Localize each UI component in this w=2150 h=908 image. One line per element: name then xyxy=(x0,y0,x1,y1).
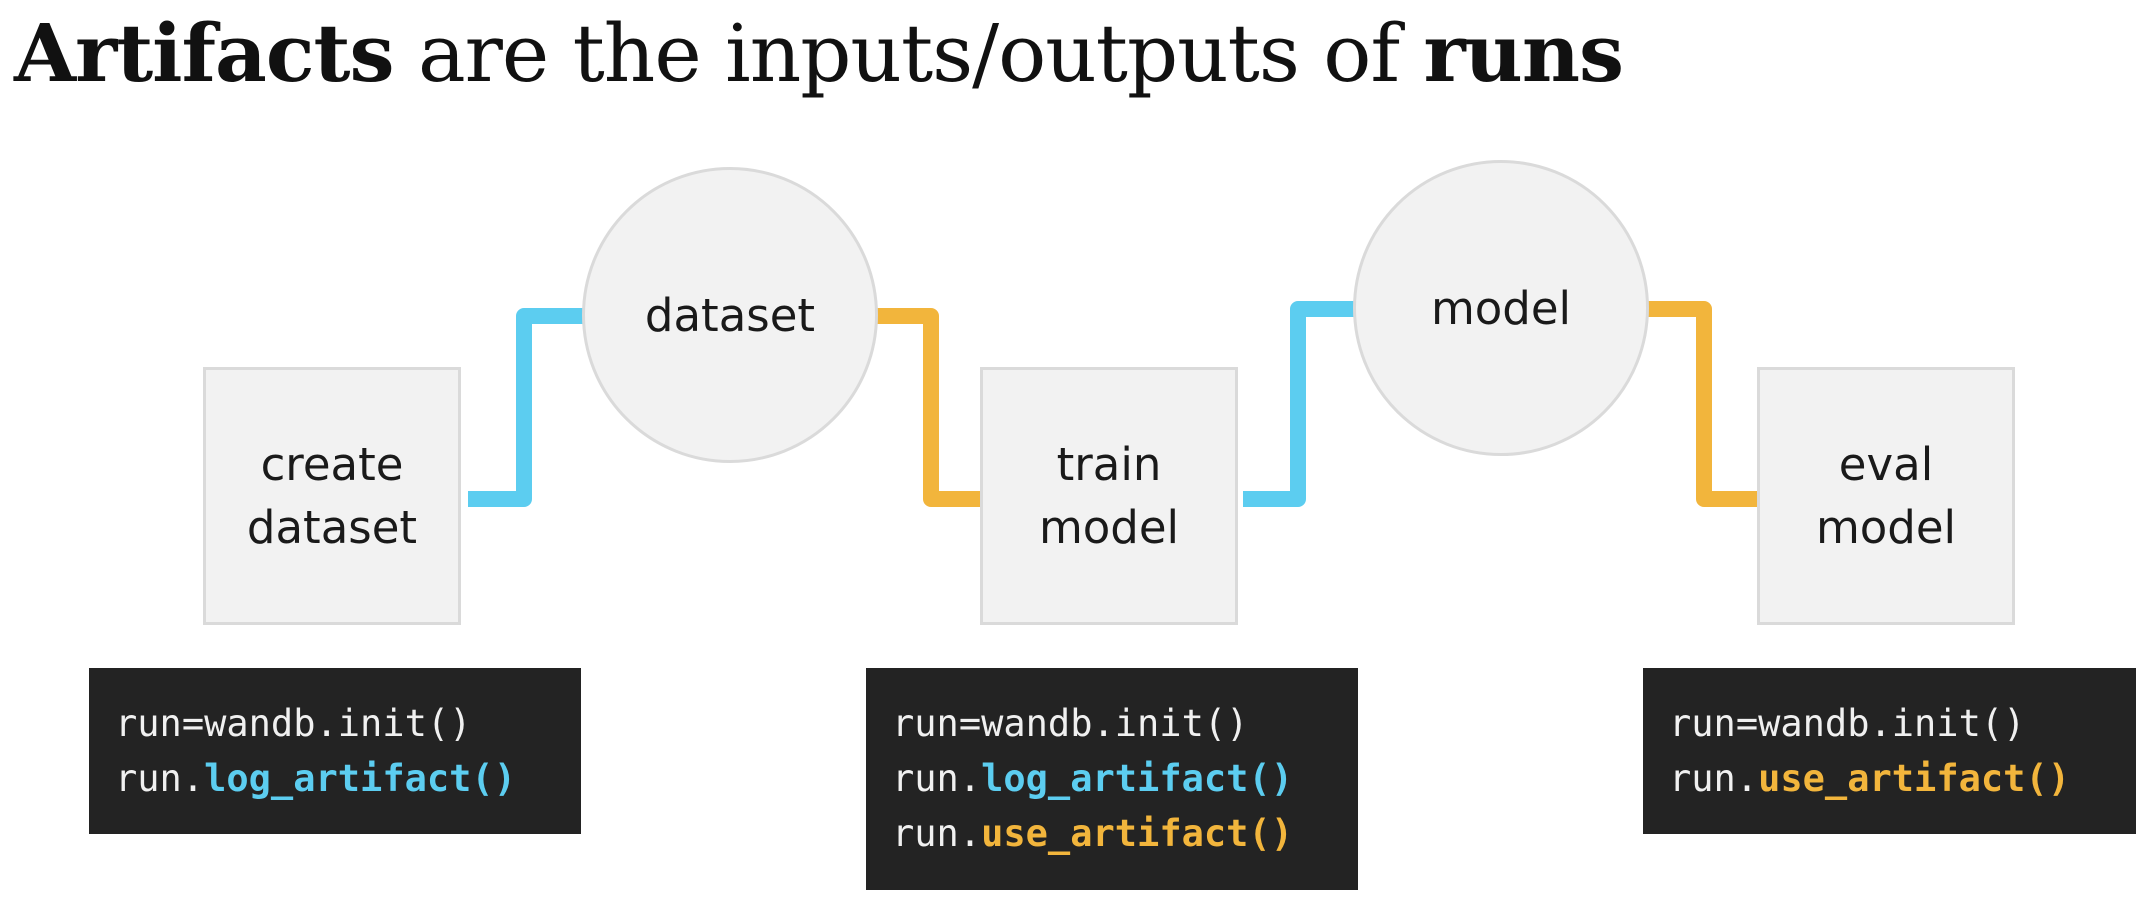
code-line: run.log_artifact() xyxy=(115,751,581,806)
code-line: run=wandb.init() xyxy=(1669,696,2136,751)
code-call-log-artifact: log_artifact() xyxy=(981,757,1293,800)
run-box-train-model: train model xyxy=(980,367,1238,625)
run-box-create-dataset: create dataset xyxy=(203,367,461,625)
slide-title: Artifacts are the inputs/outputs of runs xyxy=(14,6,1625,100)
code-line: run=wandb.init() xyxy=(892,696,1358,751)
code-block-create-dataset: run=wandb.init() run.log_artifact() xyxy=(89,668,581,834)
code-call-log-artifact: log_artifact() xyxy=(204,757,516,800)
code-text: run=wandb.init() xyxy=(892,702,1249,745)
wire-use-model xyxy=(1648,301,1757,507)
wire-log-dataset xyxy=(468,308,583,507)
title-bold-artifacts: Artifacts xyxy=(14,6,395,100)
code-text: run. xyxy=(1669,757,1759,800)
run-box-eval-model: eval model xyxy=(1757,367,2015,625)
artifact-label: model xyxy=(1430,281,1572,335)
run-label-line1: create xyxy=(260,438,404,491)
run-label-line1: eval xyxy=(1838,438,1934,491)
code-line: run.log_artifact() xyxy=(892,751,1358,806)
code-call-use-artifact: use_artifact() xyxy=(1758,757,2070,800)
run-label-line2: model xyxy=(1815,501,1957,554)
artifact-dataset: dataset xyxy=(582,167,878,463)
code-call-use-artifact: use_artifact() xyxy=(981,812,1293,855)
artifact-model: model xyxy=(1353,160,1649,456)
code-text: run=wandb.init() xyxy=(115,702,472,745)
run-label-line2: model xyxy=(1038,501,1180,554)
code-text: run. xyxy=(892,812,982,855)
run-label-line2: dataset xyxy=(246,501,418,554)
code-text: run. xyxy=(892,757,982,800)
run-label-line1: train xyxy=(1056,438,1162,491)
code-line: run=wandb.init() xyxy=(115,696,581,751)
code-text: run=wandb.init() xyxy=(1669,702,2026,745)
code-line: run.use_artifact() xyxy=(1669,751,2136,806)
wire-log-model xyxy=(1243,301,1354,507)
code-block-eval-model: run=wandb.init() run.use_artifact() xyxy=(1643,668,2136,834)
title-middle: are the inputs/outputs of xyxy=(393,7,1424,100)
title-bold-runs: runs xyxy=(1423,6,1625,100)
code-text: run. xyxy=(115,757,205,800)
code-line: run.use_artifact() xyxy=(892,806,1358,861)
wire-use-dataset xyxy=(877,308,980,507)
artifact-label: dataset xyxy=(644,288,816,342)
code-block-train-model: run=wandb.init() run.log_artifact() run.… xyxy=(866,668,1358,890)
